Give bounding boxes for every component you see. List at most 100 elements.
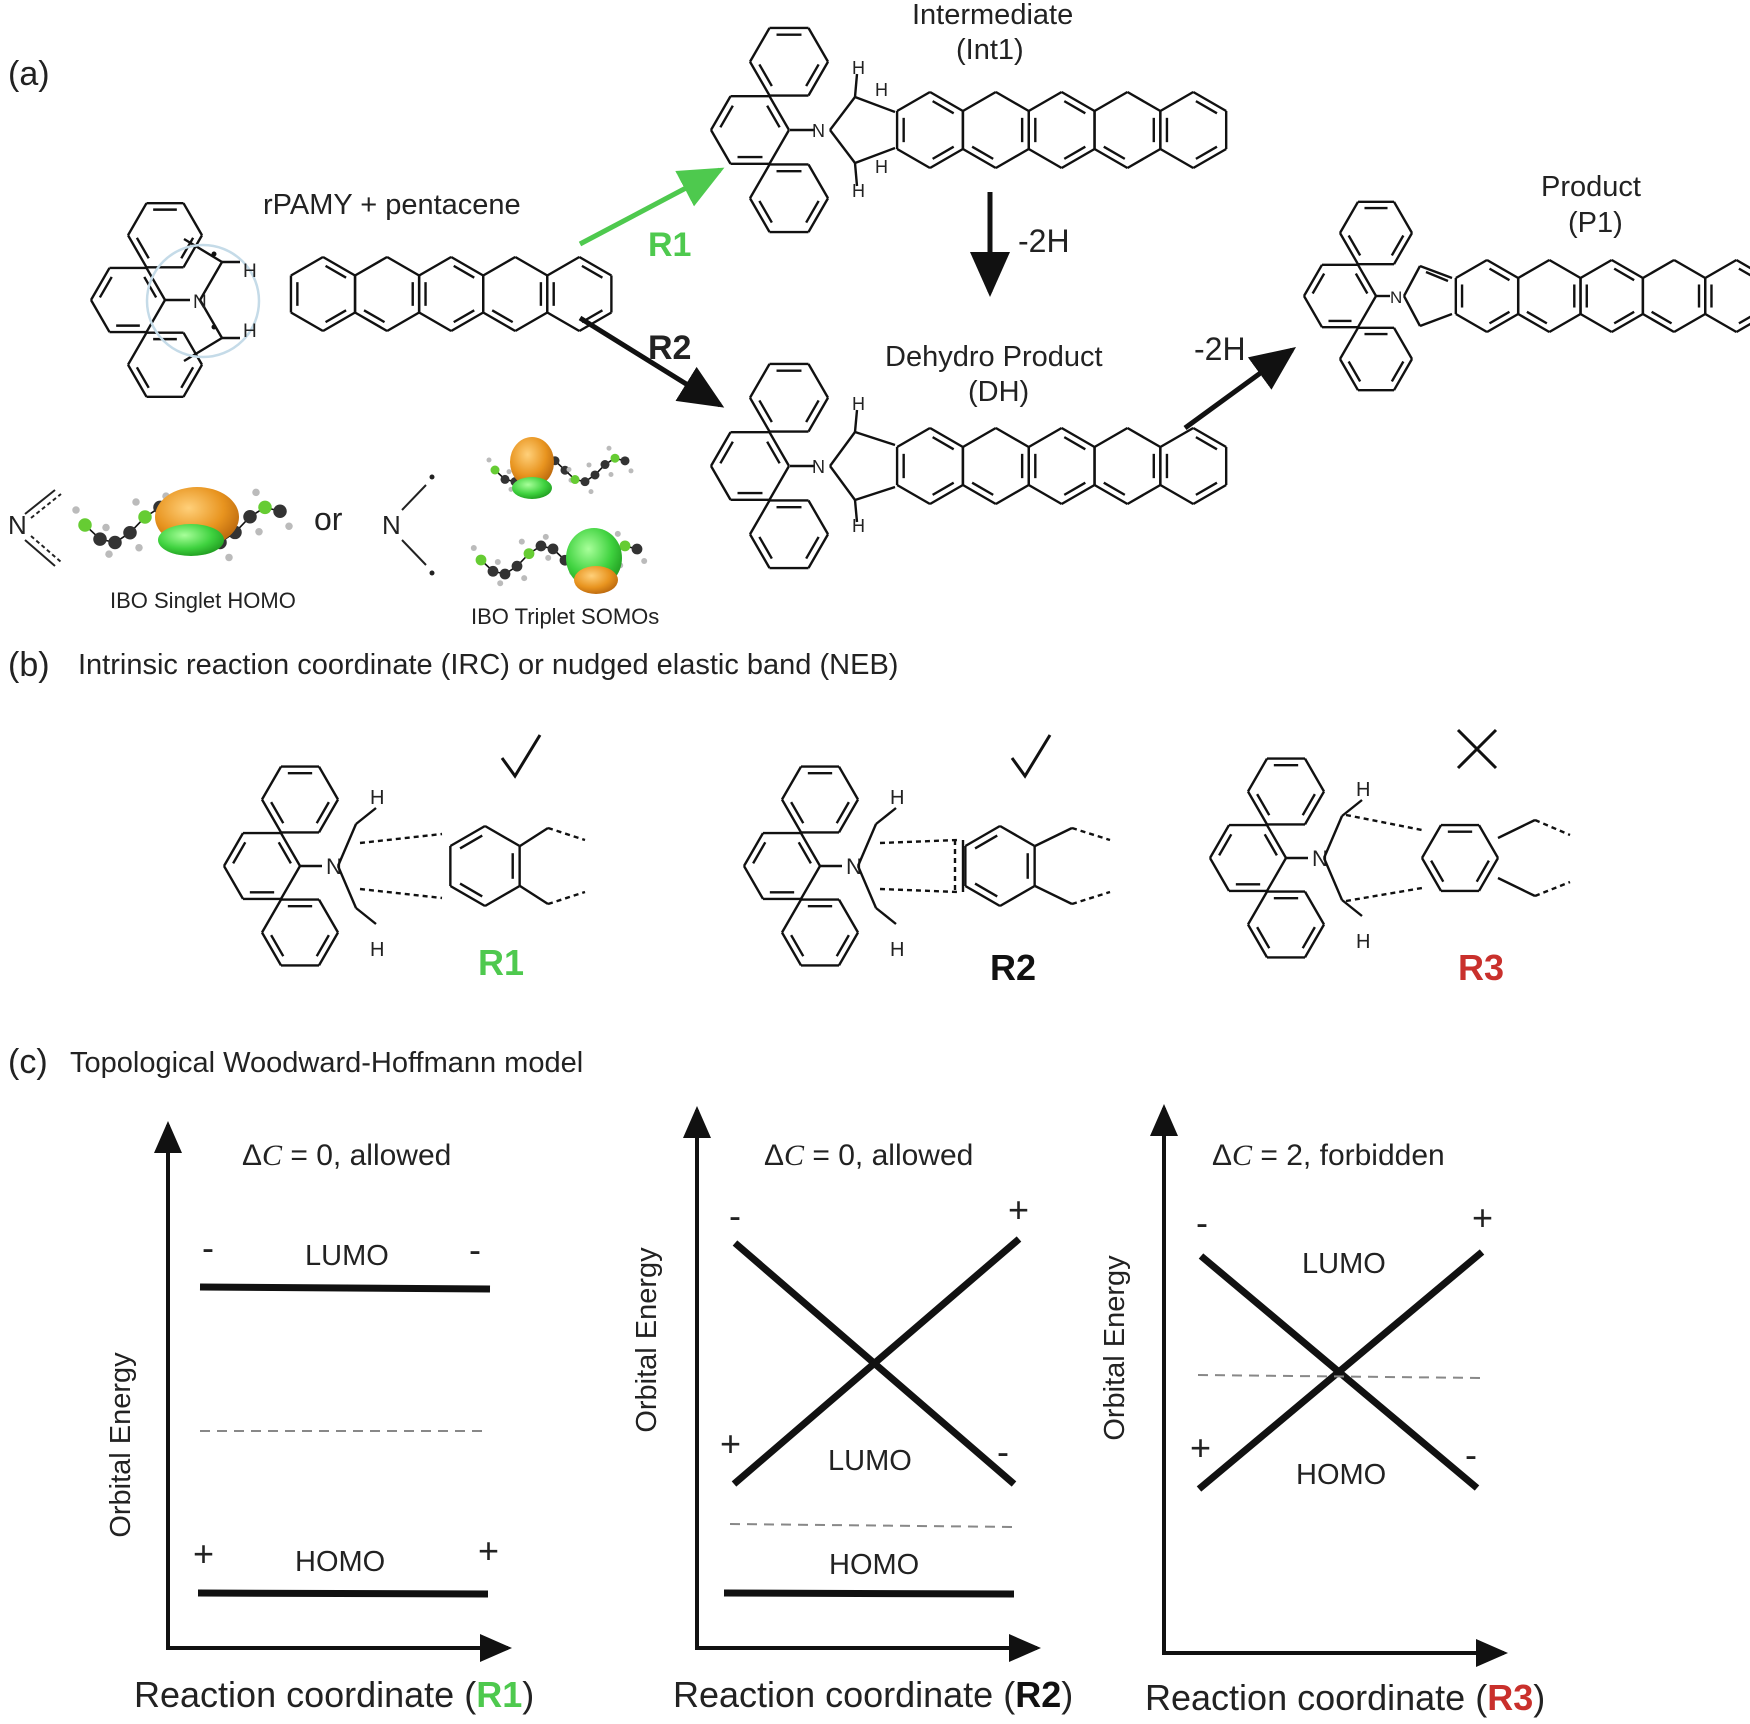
product-code: (P1) — [1568, 207, 1623, 239]
sign-label: + — [1472, 1197, 1493, 1238]
atom-h: H — [852, 516, 865, 536]
ts-label-r1: R1 — [478, 942, 524, 983]
atom-n: N — [812, 457, 825, 477]
sign-label: - — [997, 1431, 1009, 1472]
reactants-label: rPAMY + pentacene — [263, 189, 521, 221]
x-axis-label: Reaction coordinate (R3) — [1145, 1677, 1545, 1718]
atom-h: H — [370, 939, 384, 961]
delta-c-label: ΔC = 2, forbidden — [1212, 1139, 1445, 1172]
panel-a-label: (a) — [8, 55, 50, 93]
singlet-label: IBO Singlet HOMO — [110, 588, 296, 613]
atom-n: N — [193, 292, 207, 313]
sign-label: + — [1190, 1427, 1211, 1468]
highlight-circle — [145, 243, 261, 359]
r2-label: R2 — [648, 329, 691, 367]
atom-h: H — [1356, 931, 1370, 953]
triplet-label: IBO Triplet SOMOs — [471, 604, 659, 629]
homo-label: HOMO — [295, 1546, 385, 1578]
lumo-label: LUMO — [305, 1240, 389, 1272]
x-axis-label: Reaction coordinate (R1) — [134, 1674, 534, 1715]
homo-label: HOMO — [829, 1549, 919, 1581]
r2-arrow — [578, 315, 725, 408]
crossing-level — [1196, 1249, 1485, 1492]
cross-icon — [1456, 728, 1498, 770]
panel-c: (c) Topological Woodward-Hoffmann model … — [8, 1043, 1545, 1718]
r1-label: R1 — [648, 226, 691, 264]
dehydro-structure: NHH — [709, 362, 1228, 570]
sign-label: - — [469, 1229, 481, 1270]
sign-label: + — [720, 1423, 741, 1464]
midline — [1197, 1374, 1484, 1379]
homo-label: HOMO — [1296, 1459, 1386, 1491]
y-axis-label: Orbital Energy — [631, 1247, 663, 1433]
minus2h-arrow-up — [1183, 347, 1297, 431]
product-title: Product — [1541, 171, 1641, 203]
y-axis-label: Orbital Energy — [105, 1352, 137, 1538]
dehydro-code: (DH) — [968, 376, 1029, 408]
sign-label: - — [729, 1195, 741, 1236]
intermediate-code: (Int1) — [956, 34, 1024, 66]
panel-c-title: Topological Woodward-Hoffmann model — [70, 1047, 583, 1079]
sign-label: - — [1196, 1202, 1208, 1243]
atom-h: H — [875, 80, 888, 100]
atom-h: H — [852, 58, 865, 78]
homo-level — [723, 1589, 1015, 1598]
atom-h: H — [875, 157, 888, 177]
atom-h: H — [370, 787, 384, 809]
delta-c-label: ΔC = 0, allowed — [242, 1139, 451, 1172]
minus2h-label: -2H — [1018, 223, 1070, 259]
orbital-diagram-r3: Orbital Energy ΔC = 2, forbidden LUMO HO… — [1099, 1104, 1545, 1718]
ts-structure-r3: N H H — [1208, 757, 1571, 959]
dehydro-title: Dehydro Product — [885, 341, 1103, 373]
panel-a: (a) N H H rPAMY + pentacene R1 R2 NHHHH … — [8, 0, 1750, 629]
atom-n: N — [846, 854, 862, 879]
crossing-level — [731, 1236, 1022, 1487]
check-icon — [500, 734, 542, 779]
singlet-orbital-render: N IBO Singlet HOMO — [8, 487, 296, 613]
panel-b-label: (b) — [8, 646, 50, 684]
panel-b-title: Intrinsic reaction coordinate (IRC) or n… — [78, 649, 898, 681]
atom-h: H — [243, 321, 257, 342]
product-structure: N — [1302, 200, 1750, 392]
lumo-label: LUMO — [1302, 1248, 1386, 1280]
pentacene-structure — [289, 255, 613, 333]
atom-n: N — [1312, 846, 1328, 871]
or-label: or — [314, 501, 343, 537]
intermediate-title: Intermediate — [912, 0, 1073, 31]
minus2h-label: -2H — [1194, 331, 1246, 367]
ts-structure-r2: N H H — [742, 765, 1111, 967]
x-axis-label: Reaction coordinate (R2) — [673, 1674, 1073, 1715]
atom-n: N — [326, 854, 342, 879]
y-axis-label: Orbital Energy — [1099, 1255, 1131, 1441]
homo-level — [197, 1589, 489, 1598]
lumo-level — [199, 1283, 491, 1293]
sign-label: - — [1465, 1434, 1477, 1475]
atom-h: H — [890, 939, 904, 961]
atom-n: N — [382, 510, 401, 540]
atom-h: H — [1356, 779, 1370, 801]
orbital-diagram-r1: Orbital Energy ΔC = 0, allowed LUMO HOMO… — [105, 1121, 534, 1715]
atom-h: H — [890, 787, 904, 809]
sign-label: + — [193, 1533, 214, 1574]
lumo-label: LUMO — [828, 1445, 912, 1477]
midline — [729, 1523, 1017, 1528]
atom-n: N — [1390, 288, 1402, 307]
atom-n: N — [812, 121, 825, 141]
sign-label: - — [202, 1227, 214, 1268]
atom-h: H — [852, 181, 865, 201]
check-icon — [1010, 734, 1052, 779]
sign-label: + — [478, 1530, 499, 1571]
atom-n: N — [8, 510, 27, 540]
ts-label-r2: R2 — [990, 947, 1036, 988]
atom-h: H — [243, 261, 257, 282]
r1-arrow — [578, 167, 725, 247]
orbital-diagram-r2: Orbital Energy ΔC = 0, allowed LUMO HOMO… — [631, 1106, 1073, 1715]
ts-label-r3: R3 — [1458, 947, 1504, 988]
ts-structure-r1: N H H — [222, 765, 586, 967]
rpamy-structure — [89, 202, 240, 398]
panel-b: (b) Intrinsic reaction coordinate (IRC) … — [8, 646, 1571, 988]
delta-c-label: ΔC = 0, allowed — [764, 1139, 973, 1172]
panel-c-label: (c) — [8, 1043, 48, 1081]
